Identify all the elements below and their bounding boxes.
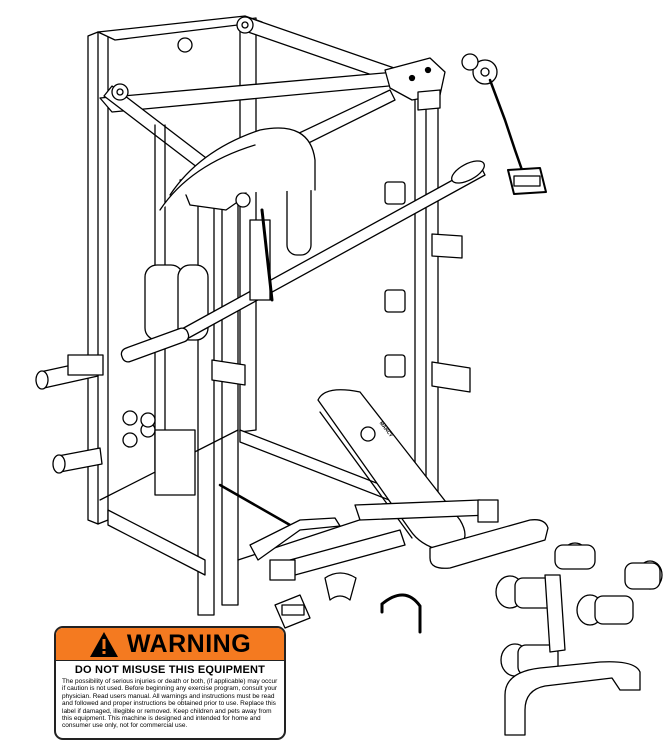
adjustable-bench (269, 389, 663, 736)
warning-header: WARNING (56, 628, 284, 661)
weight-stack (144, 124, 316, 471)
smith-bar (120, 160, 486, 363)
weight-horns (35, 354, 104, 474)
warning-body: The possibility of serious injuries or d… (62, 678, 278, 730)
floor-accessories (274, 572, 422, 634)
high-pulley-handle (488, 78, 547, 195)
cage-frame (87, 15, 439, 616)
low-cable-handle (218, 483, 341, 561)
plates (122, 410, 196, 496)
pulleys (111, 16, 498, 208)
warning-label: WARNING DO NOT MISUSE THIS EQUIPMENT The… (54, 626, 286, 740)
rack-hooks (211, 181, 471, 393)
warning-title: WARNING (126, 629, 252, 658)
warning-subtitle: DO NOT MISUSE THIS EQUIPMENT (74, 664, 266, 676)
exclamation-triangle-icon (89, 631, 118, 657)
